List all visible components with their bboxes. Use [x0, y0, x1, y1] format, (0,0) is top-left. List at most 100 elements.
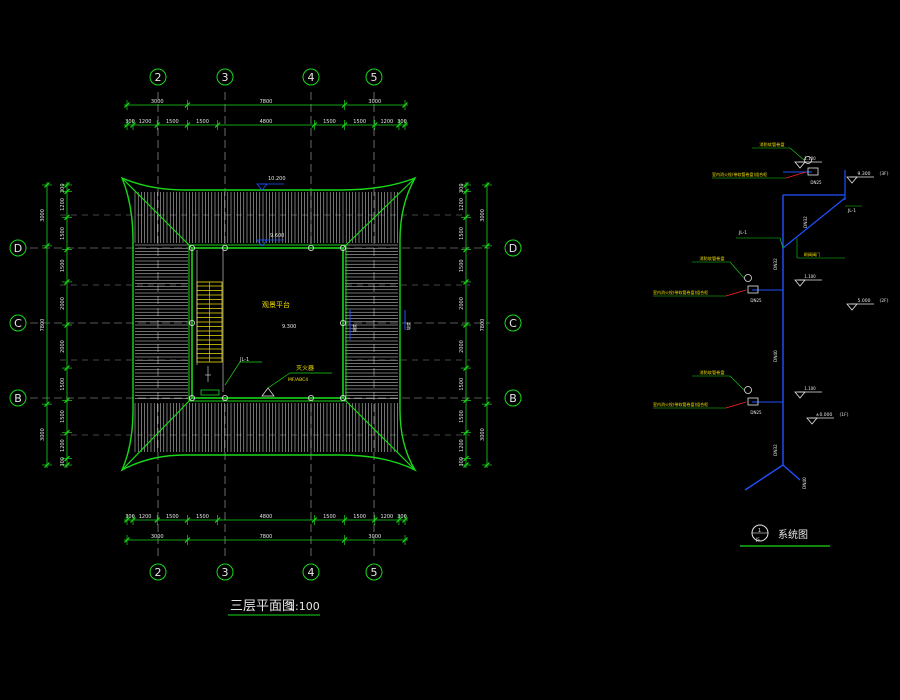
dim-tick	[463, 462, 469, 468]
roof-level-marker	[256, 183, 268, 191]
branch-level-marker	[794, 161, 806, 169]
floor-level-marker	[806, 417, 818, 425]
axis-label: 3	[222, 566, 229, 579]
dim-tick	[214, 122, 221, 128]
dim-tick	[396, 517, 402, 523]
dim-value: 1200	[60, 198, 66, 211]
cabinet-label: 室内消火栓(带软管卷盘)组合柜	[653, 289, 708, 295]
dim-tick	[64, 322, 70, 328]
fire-water-system-diagram: 消防软管卷盘室内消火栓(带软管卷盘)组合柜DN251.100消防软管卷盘室内消火…	[653, 141, 889, 547]
branch-level-value: 1.100	[804, 156, 816, 161]
dim-value: 4800	[260, 514, 273, 520]
dim-tick	[341, 122, 348, 128]
system-circle-top: 1	[758, 528, 761, 534]
dn-label: DN25	[810, 180, 822, 185]
dim-value: 1500	[353, 119, 366, 125]
dim-tick	[124, 122, 130, 128]
dim-tick	[341, 537, 348, 543]
dim-tick	[64, 188, 70, 195]
floor-level-tag: (3F)	[880, 171, 889, 177]
axis-label: D	[14, 242, 22, 255]
dn-label: DN25	[750, 410, 762, 415]
axis-label: B	[14, 392, 22, 405]
column-node	[339, 244, 346, 251]
dim-tick	[402, 517, 408, 523]
axis-bubble	[216, 68, 234, 86]
hose-reel	[744, 274, 752, 282]
dim-value: 3000	[40, 209, 46, 222]
hose-cabinet	[200, 389, 220, 396]
walls: 坡度 坡度	[188, 183, 411, 402]
dim-tick	[484, 242, 490, 249]
floor-level-marker	[846, 176, 858, 184]
dim-tick	[64, 455, 70, 462]
room-outline	[191, 247, 344, 399]
dim-tick	[124, 517, 130, 523]
dim-value: 1500	[60, 378, 66, 391]
dim-tick	[484, 401, 490, 408]
dim-tick	[463, 278, 469, 285]
pipe-size-label: DN32	[803, 216, 808, 228]
dim-value: 300	[125, 119, 135, 125]
slope-label: 坡度	[351, 324, 357, 332]
pipe-size-label: DN40	[802, 477, 807, 489]
dim-tick	[64, 214, 70, 221]
dim-tick	[311, 122, 318, 128]
dim-tick	[463, 397, 469, 404]
dim-value: 300	[60, 457, 66, 467]
axis-label: 2	[155, 71, 162, 84]
dim-tick	[184, 537, 191, 543]
dim-tick	[154, 517, 161, 523]
dim-value: 1200	[139, 119, 152, 125]
hydrant-box	[807, 167, 819, 176]
dim-value: 300	[125, 514, 135, 520]
dim-value: 3000	[480, 428, 486, 441]
riser-leader	[779, 237, 784, 249]
room-label: 观景平台	[262, 300, 290, 309]
column-node	[307, 244, 314, 251]
extinguisher-leader	[267, 372, 291, 389]
axis-label: 4	[308, 71, 315, 84]
dim-value: 3000	[368, 99, 381, 105]
roof-hip-line	[342, 397, 416, 471]
floor-level-value: ±0.000	[816, 412, 833, 418]
roof-hip-line	[121, 177, 193, 249]
riser-pipe	[782, 464, 801, 481]
hose-label: 消防软管卷盘	[699, 369, 724, 376]
pipe-size-label: DN32	[773, 258, 778, 270]
dim-value: 300	[60, 183, 66, 193]
dim-value: 1200	[459, 439, 465, 452]
axis-label: D	[509, 242, 517, 255]
dim-tick	[184, 102, 191, 108]
axis-label: 4	[308, 566, 315, 579]
dim-tick	[130, 517, 136, 523]
cabinet-leader	[725, 289, 747, 297]
cabinet-leader	[785, 171, 807, 179]
dim-value: 1500	[323, 514, 336, 520]
dim-tick	[64, 365, 70, 372]
hose-leader	[729, 375, 745, 391]
room-level: 9.300	[282, 324, 296, 330]
system-title: 系统图	[778, 528, 808, 541]
dim-tick	[64, 462, 70, 468]
column-node	[339, 394, 346, 401]
dim-tick	[44, 242, 50, 249]
hose-leader	[789, 147, 805, 161]
dim-value: 1500	[60, 410, 66, 423]
dim-tick	[463, 188, 469, 195]
stair	[196, 281, 223, 363]
column-node	[188, 394, 195, 401]
column-node	[188, 319, 195, 326]
dim-tick	[311, 517, 318, 523]
system-circle-bottom: JS	[755, 537, 760, 542]
riser-label: JL-1	[738, 230, 747, 236]
extinguisher-label: 灭火器	[296, 365, 314, 372]
cabinet-label: 室内消火栓(带软管卷盘)组合柜	[653, 401, 708, 407]
riser-label: JL-1	[847, 208, 856, 214]
dim-value: 300	[459, 457, 465, 467]
slope-label: 坡度	[405, 322, 411, 330]
axis-label: C	[14, 317, 22, 330]
roof-mid-level: 9.600	[270, 233, 284, 239]
floor-level-value: 9.300	[858, 171, 871, 177]
